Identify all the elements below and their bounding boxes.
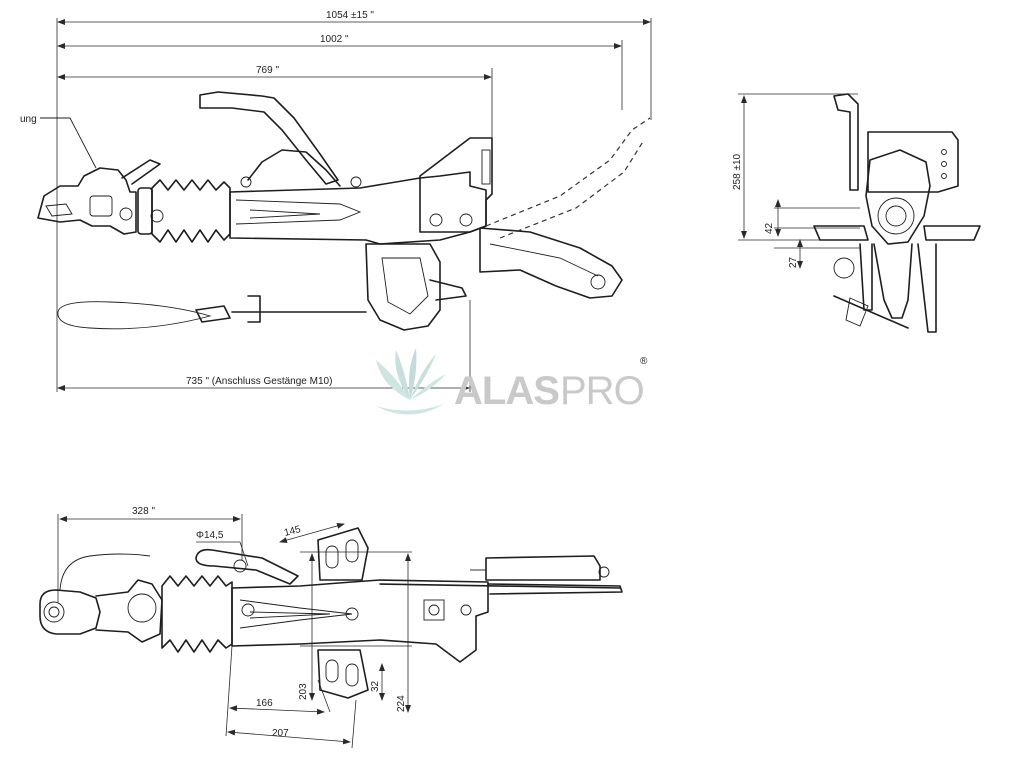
- dim-label-224: 224: [396, 695, 407, 712]
- dim-label-207: 207: [272, 728, 289, 739]
- dim-line-145: [279, 523, 345, 543]
- dim-label-1002: 1002 ": [320, 34, 349, 45]
- dim-label-769: 769 ": [256, 65, 279, 76]
- dim-label-42: 42: [764, 222, 775, 234]
- top-view: 1054 ±15 " 1002 " 769 " 735 " (Anschluss…: [20, 10, 652, 392]
- dim-line-166: [229, 705, 325, 715]
- watermark: ALAS PRO ®: [376, 348, 648, 415]
- dim-label-203: 203: [298, 683, 309, 700]
- brake-shoe-housing: [365, 243, 441, 331]
- bottom-bellows: [161, 575, 233, 653]
- dim-label-32: 32: [370, 680, 381, 692]
- bottom-coupling-head: [39, 589, 101, 635]
- overrun-lever: [479, 227, 623, 299]
- slotted-plate-top: [317, 527, 369, 581]
- brand-pro: PRO: [560, 369, 644, 413]
- cut-label: ung: [20, 114, 37, 125]
- brand-alas: ALAS: [454, 369, 559, 413]
- slotted-plate-bottom: [317, 649, 369, 699]
- handbrake-lever: [199, 91, 339, 185]
- side-coupling: [865, 149, 931, 245]
- dim-label-258: 258 ±10: [732, 153, 743, 190]
- lever-swing-path: [485, 117, 651, 227]
- side-view: 258 ±10 42 27: [732, 93, 981, 333]
- side-handle: [833, 93, 859, 191]
- side-bracket: [867, 131, 959, 193]
- leaf-fan-icon: [376, 348, 446, 415]
- bellows: [137, 179, 231, 243]
- bottom-view: 328 " Φ14,5 145: [39, 506, 623, 749]
- dim-label-735: 735 " (Anschluss Gestänge M10): [186, 376, 332, 387]
- dim-label-328: 328 ": [132, 506, 155, 517]
- dim-label-27: 27: [788, 256, 799, 268]
- mounting-bracket: [419, 137, 493, 233]
- dim-label-166: 166: [256, 698, 273, 709]
- shock-absorber: [485, 555, 601, 581]
- dim-label-diameter: Φ14,5: [196, 530, 224, 541]
- dim-line-207: [227, 729, 351, 745]
- dim-label-1054: 1054 ±15 ": [326, 10, 374, 21]
- registered-mark: ®: [640, 356, 648, 367]
- bottom-handle: [195, 548, 299, 585]
- drawbar-body: [229, 171, 487, 245]
- breakaway-cable: [57, 301, 212, 330]
- side-axle-plate: [813, 225, 981, 241]
- coupling-head: [37, 167, 137, 235]
